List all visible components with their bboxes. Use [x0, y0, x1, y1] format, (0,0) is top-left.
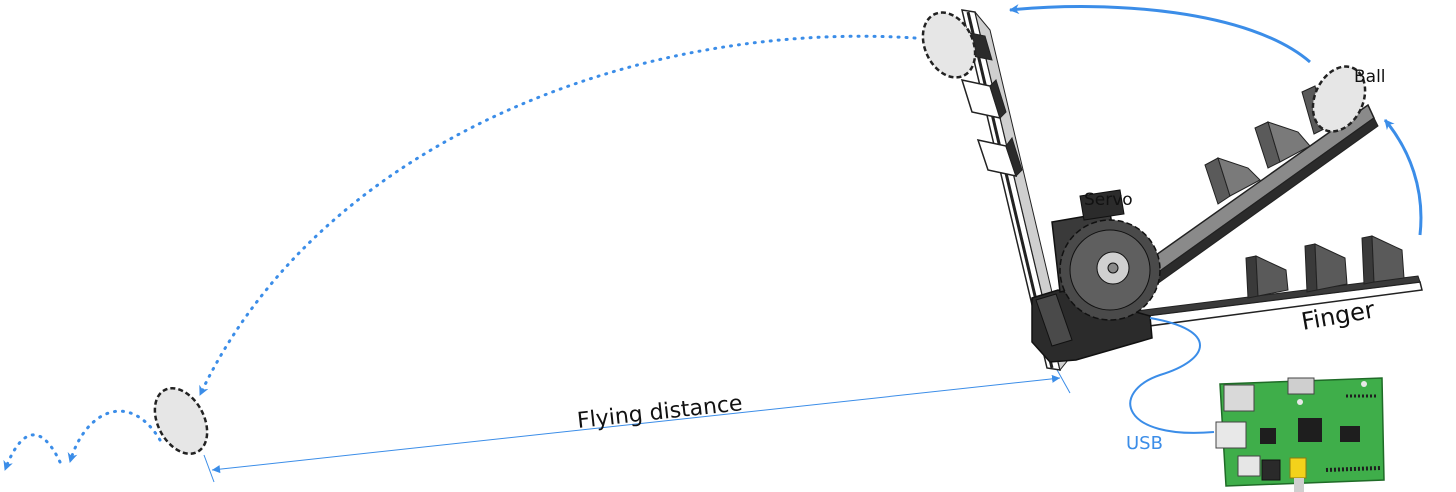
ball-loaded [1311, 65, 1367, 133]
bounce-trajectory-2 [3, 433, 62, 472]
flying-distance-label: Flying distance [576, 391, 744, 434]
rotation-arrow-lower [1383, 119, 1423, 236]
distance-tick-right [1055, 367, 1071, 394]
controller-board [1215, 377, 1385, 492]
ball-released [921, 11, 977, 79]
flying-distance-line [211, 374, 1061, 474]
usb-cable [1129, 317, 1215, 434]
ball-label: Ball [1354, 67, 1386, 87]
servo-assembly [1031, 189, 1161, 363]
servo-label: Servo [1084, 190, 1133, 210]
usb-label: USB [1126, 433, 1163, 454]
raised-arm [954, 9, 1069, 372]
rotation-arrow-upper [1009, 4, 1311, 64]
distance-tick-left [203, 454, 215, 483]
landed-ball [153, 387, 209, 455]
flight-trajectory [198, 34, 917, 397]
finger-arm [1127, 235, 1423, 329]
bounce-trajectory-1 [67, 409, 162, 464]
